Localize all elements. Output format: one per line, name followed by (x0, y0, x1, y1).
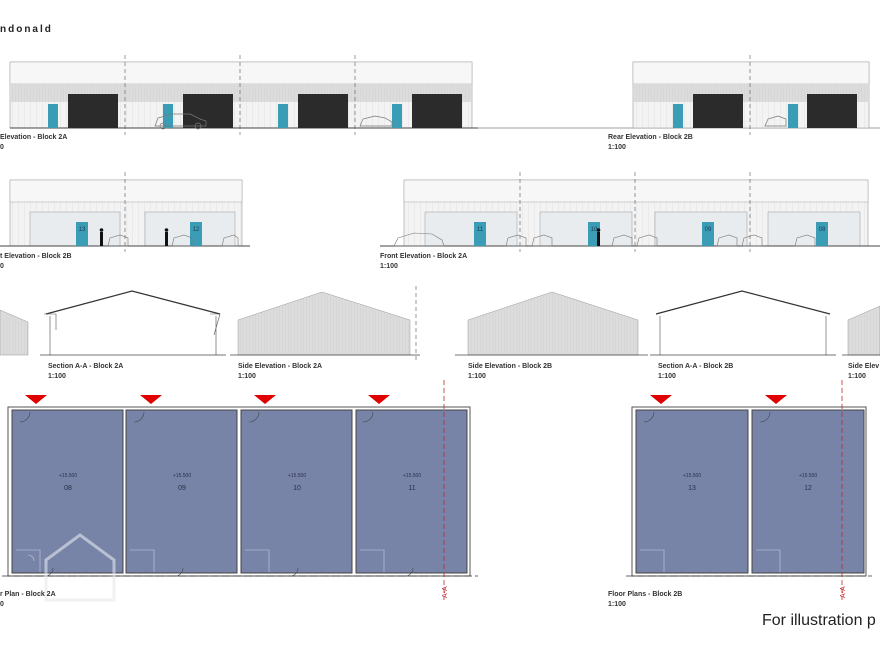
section-mark-a: A-A (442, 586, 449, 598)
unit-door-08 (816, 222, 828, 246)
person-figures (99, 228, 169, 246)
rear-elevation-block-2a (9, 55, 478, 135)
unit-door-13 (76, 222, 88, 246)
unit-level-09: +15.500 (173, 473, 191, 479)
unit-number-09-plan: 09 (178, 485, 186, 492)
section-marks: A-A A-A (442, 586, 847, 598)
front-elevation-block-2b: 13 12 (0, 172, 250, 252)
unit-number-08-plan: 08 (64, 485, 72, 492)
plan-unit-labels: +15.500 08 +15.500 09 +15.500 10 +15.500… (59, 473, 817, 492)
section-mark-b: A-A (840, 586, 847, 598)
car-outlines (107, 234, 239, 247)
entrance-arrows (25, 395, 390, 404)
project-title: ndonald (0, 24, 53, 35)
door-swings (19, 411, 414, 577)
unit-10-floor (240, 409, 353, 574)
watermark-logo (44, 533, 116, 602)
unit-number-09: 09 (705, 227, 712, 233)
unit-number-12: 12 (193, 227, 200, 233)
unit-number-10: 10 (591, 227, 598, 233)
floor-plan-block-2b (626, 380, 872, 600)
unit-13-floor (635, 409, 749, 574)
unit-number-11: 11 (477, 227, 484, 233)
car-outlines (393, 232, 816, 247)
unit-number-11-plan: 11 (408, 485, 415, 492)
unit-door-12 (190, 222, 202, 246)
personnel-doors (48, 104, 402, 128)
unit-11-floor (355, 409, 468, 574)
unit-level-11: +15.500 (403, 473, 421, 479)
floor-plan-block-2a (2, 380, 478, 602)
unit-number-08: 08 (819, 227, 826, 233)
unit-level-13: +15.500 (683, 473, 701, 479)
unit-12-floor (751, 409, 865, 574)
unit-level-12: +15.500 (799, 473, 817, 479)
unit-door-11 (474, 222, 486, 246)
unit-number-10-plan: 10 (293, 485, 301, 492)
car-outline (154, 113, 393, 130)
illustration-note: For illustration p (762, 612, 876, 629)
shutter-doors (68, 94, 462, 128)
unit-door-09 (702, 222, 714, 246)
section-and-side-views (0, 286, 880, 360)
entrance-arrows (650, 395, 787, 404)
unit-number-13-plan: 13 (688, 485, 696, 492)
unit-level-10: +15.500 (288, 473, 306, 479)
rear-elevation-block-2b (632, 55, 870, 135)
person-figure (596, 228, 601, 246)
unit-09-floor (125, 409, 238, 574)
front-elevation-block-2a: 11 10 09 08 (380, 172, 880, 252)
unit-level-08: +15.500 (59, 473, 77, 479)
wc-fixtures (16, 549, 385, 572)
unit-number-12-plan: 12 (804, 485, 812, 492)
unit-number-13: 13 (79, 227, 86, 233)
